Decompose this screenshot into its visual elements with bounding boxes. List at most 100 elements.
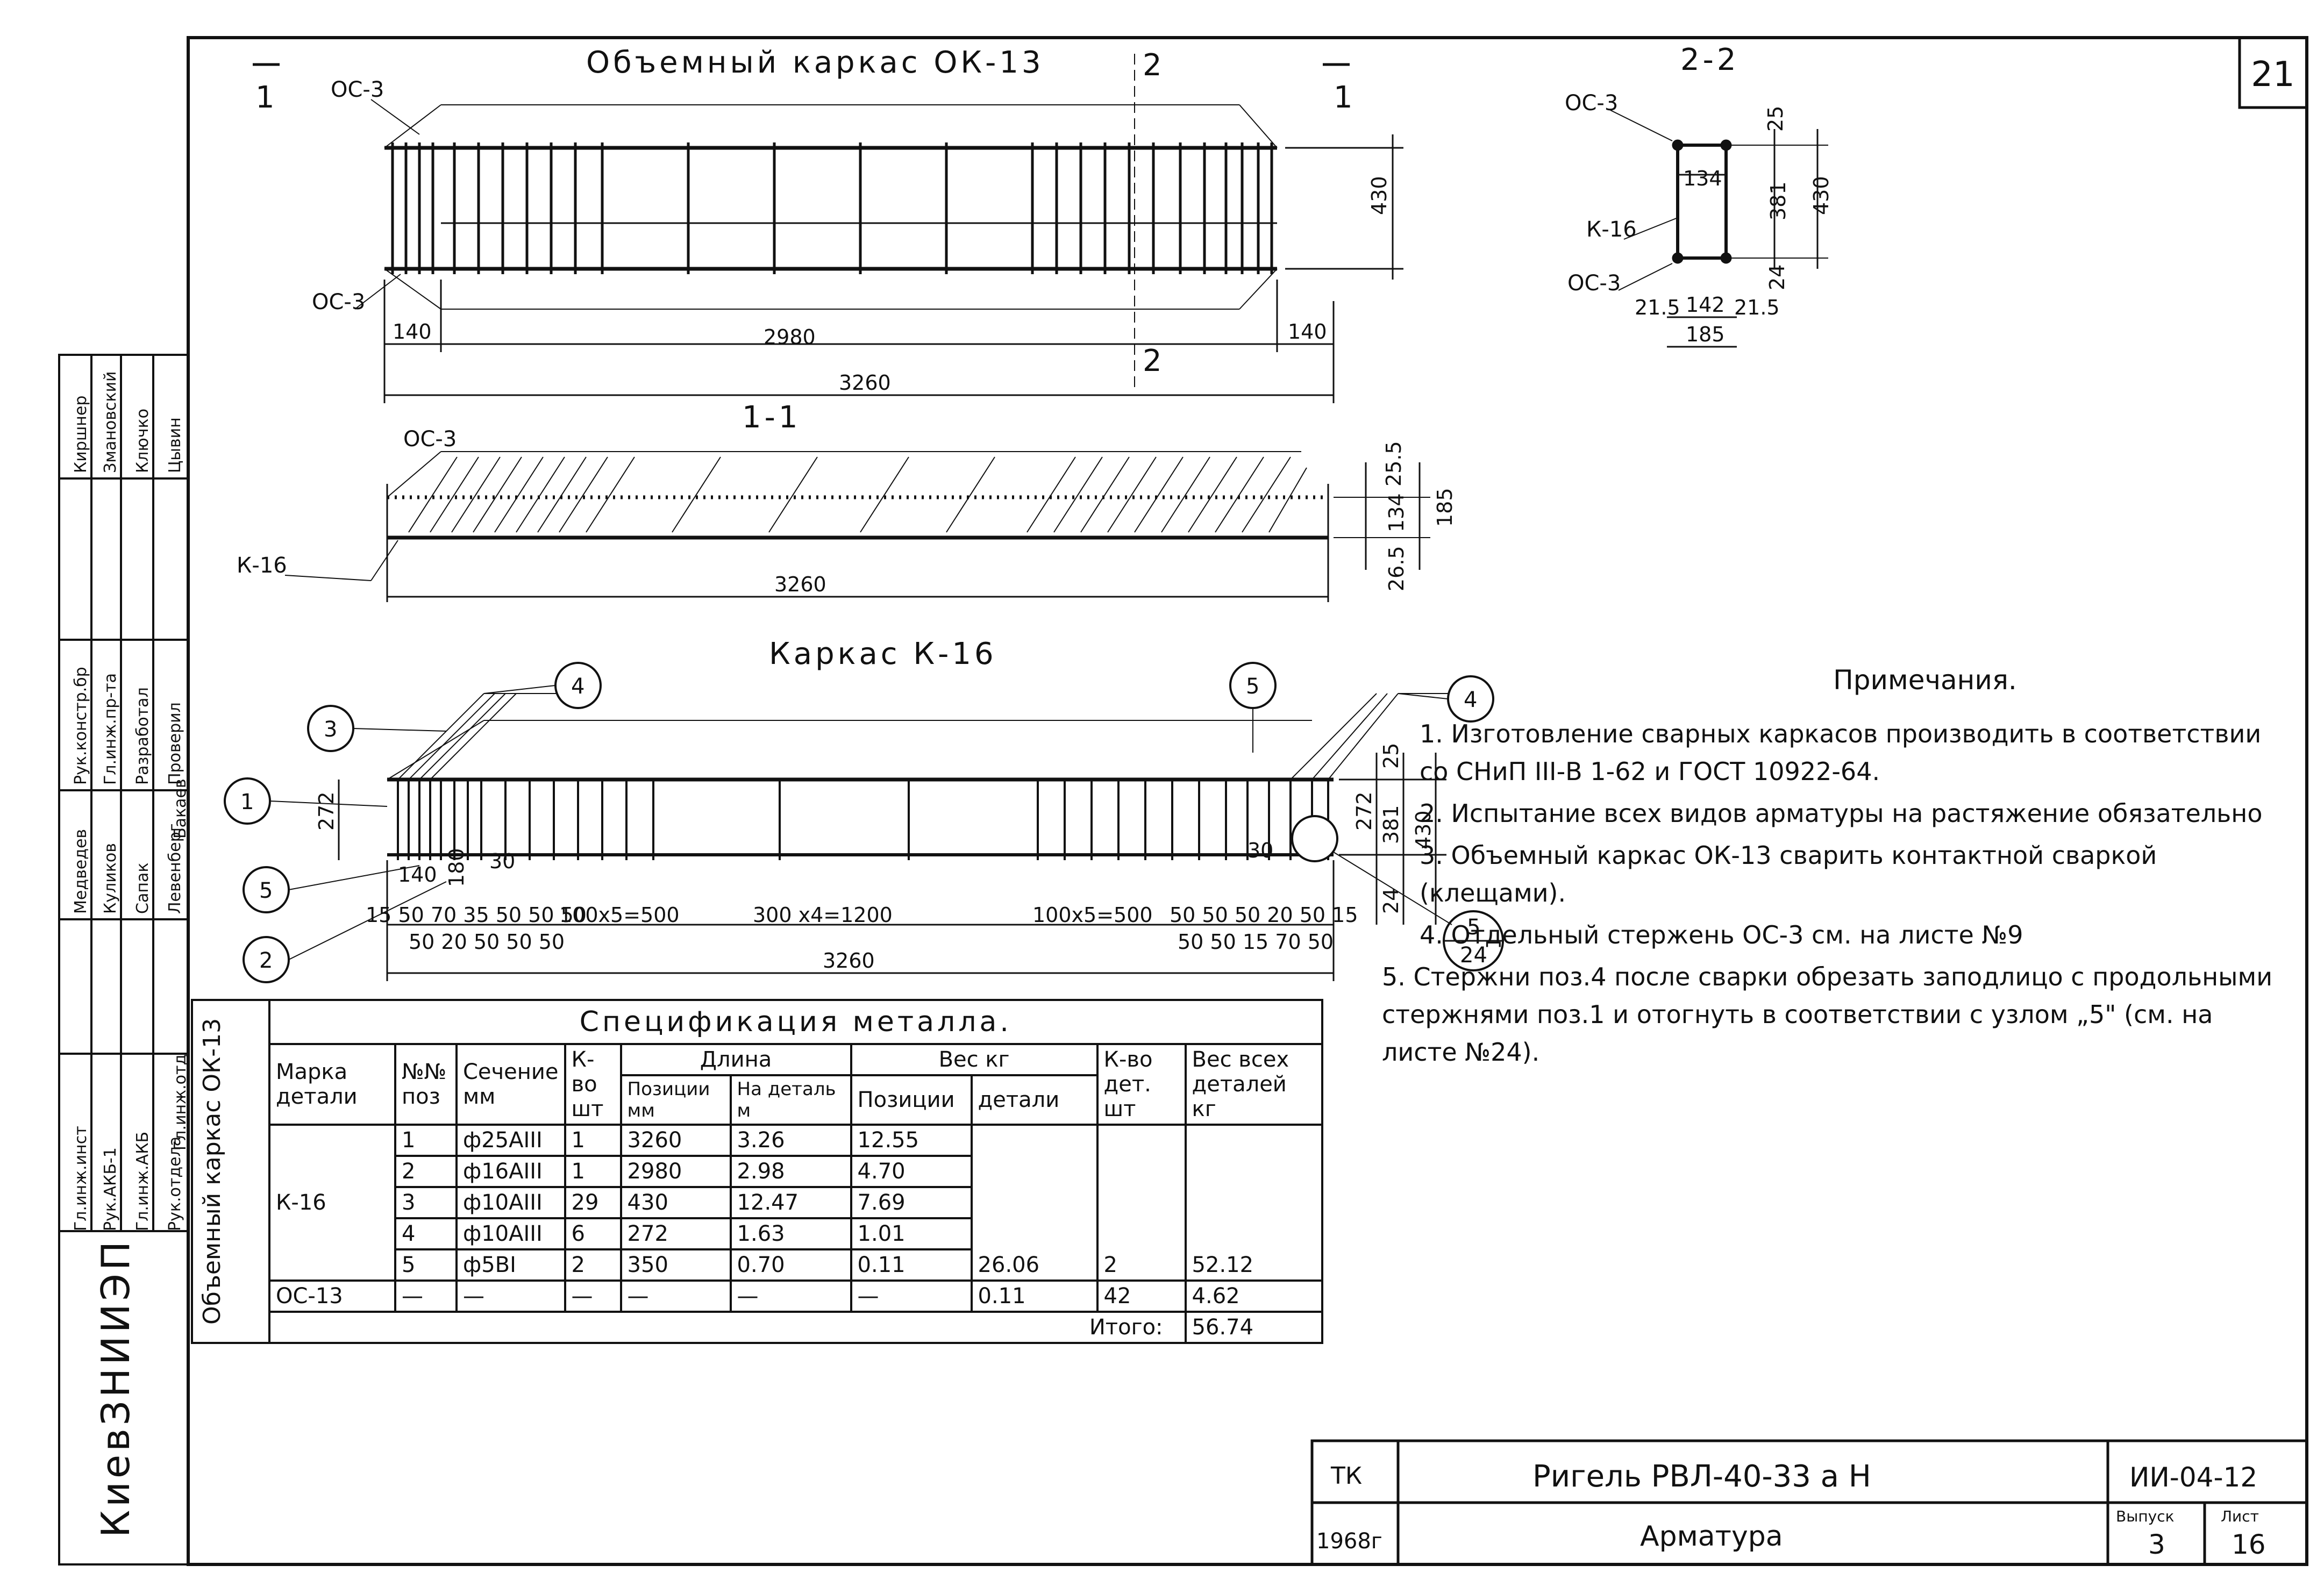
section-mark-1a: 1 (255, 80, 278, 115)
callout-2: 2 (259, 948, 273, 973)
svg-text:Рук.отдела: Рук.отдела (166, 1136, 184, 1231)
title-block-sheet-label: Лист (2221, 1507, 2259, 1525)
dim-k16-right-row2: 50 50 15 70 50 (1178, 930, 1334, 954)
dim-k16-25: 25 (1379, 743, 1403, 769)
dim-22-381: 381 (1766, 181, 1790, 220)
cage-k16-dim-lines (338, 753, 1446, 981)
sheet-marker: 21 (2251, 55, 2294, 95)
section-1-1-drawing (284, 451, 1430, 602)
dim-22-142: 142 (1686, 293, 1725, 317)
section-mark-2a: 2 (1143, 48, 1165, 83)
main-view-title: Объемный каркас ОК-13 (586, 45, 1044, 80)
callout-4a: 4 (571, 674, 584, 699)
svg-text:Рук.АКБ-1: Рук.АКБ-1 (101, 1147, 120, 1231)
title-block-year: 1968г (1316, 1529, 1382, 1554)
spec-h-length: Длина (619, 1043, 852, 1076)
dim-22-134: 134 (1683, 167, 1722, 190)
dim-k16-right-row1: 50 50 50 20 50 15 (1170, 903, 1358, 927)
callout-5c-den: 24 (1460, 943, 1487, 968)
title-block-subtitle: Арматура (1640, 1520, 1783, 1553)
table-row: 3 ф10АIII 29 430 12.47 7.69 (192, 1186, 1322, 1219)
svg-text:Левенберг: Левенберг (166, 823, 184, 914)
section-2-2-title: 2-2 (1680, 42, 1739, 77)
label-oc3-bottom: ОС-3 (312, 290, 365, 314)
spec-h-section: Сечение мм (455, 1043, 566, 1126)
dim-k16-left-row1: 15 50 70 35 50 50 50 (366, 903, 587, 927)
section-mark-1b: 1 (1334, 80, 1356, 115)
svg-text:Разработал: Разработал (133, 687, 152, 785)
svg-text:Гл.инж.отд: Гл.инж.отд (171, 1054, 190, 1150)
label-k16-11: К-16 (237, 553, 287, 578)
notes-heading: Примечания. (1833, 664, 2017, 696)
spec-k16-qty-parts: 2 (1096, 1124, 1187, 1282)
dim-k16-500-right: 100x5=500 (1032, 903, 1153, 927)
dim-k16-272-right: 272 (1352, 791, 1376, 831)
dim-k16-3260: 3260 (823, 949, 875, 973)
svg-text:Медведев: Медведев (72, 829, 90, 914)
table-row: Итого: 56.74 (192, 1311, 1323, 1344)
section-1-1-stirrups (408, 456, 1307, 533)
stamp-org: КиевЗНИИЭП (93, 1238, 138, 1538)
dim-k16-30-right: 30 (1247, 839, 1273, 862)
spec-oc-mark: ОС-13 (268, 1280, 396, 1313)
title-block-code: ИИ-04-12 (2129, 1462, 2257, 1493)
callout-3: 3 (324, 717, 337, 742)
note-5: 5. Стержни поз.4 после сварки обрезать з… (1382, 962, 2273, 1067)
dim-k16-left-row2: 50 20 50 50 50 (409, 930, 565, 954)
title-block-tk: ТК (1330, 1462, 1362, 1490)
label-oc3-22-top: ОС-3 (1565, 91, 1618, 116)
cage-k16-title: Каркас К-16 (769, 637, 997, 671)
callout-5a: 5 (259, 878, 273, 903)
table-row: 5 ф5ВI 2 350 0.70 0.11 (192, 1248, 1322, 1282)
main-dimension-lines (383, 134, 1403, 403)
sheet-marker-box (2238, 36, 2308, 109)
spec-side-label: Объемный каркас ОК-13 (198, 1018, 226, 1325)
svg-text:Куликов: Куликов (101, 843, 120, 914)
notes-block: Примечания. 1. Изготовление сварных карк… (1382, 661, 2291, 1075)
svg-text:Гл.инж.пр-та: Гл.инж.пр-та (101, 673, 120, 785)
svg-text:Сапак: Сапак (133, 863, 152, 914)
section-mark-2b: 2 (1143, 344, 1165, 378)
label-oc3-11: ОС-3 (403, 427, 457, 452)
callout-5b: 5 (1246, 674, 1259, 699)
dim-k16-180: 180 (445, 848, 468, 887)
spec-h-len-part: На деталь м (729, 1074, 852, 1126)
dim-140-right: 140 (1288, 320, 1327, 344)
spec-h-weight: Вес кг (850, 1043, 1099, 1076)
label-k16-22: К-16 (1586, 217, 1637, 242)
dim-k16-500-left: 100x5=500 (559, 903, 680, 927)
note-3: 3. Объемный каркас ОК-13 сварить контакт… (1420, 841, 2157, 907)
dim-k16-140: 140 (398, 863, 437, 887)
title-block-issue: 3 (2148, 1529, 2165, 1560)
spec-h-pos: №№ поз (394, 1043, 458, 1126)
section-1-1-title: 1-1 (742, 400, 801, 435)
dim-k16-1200: 300 x4=1200 (753, 903, 893, 927)
spec-total-label: Итого: (268, 1311, 1187, 1344)
spec-h-w-part: детали (970, 1074, 1099, 1126)
table-row: 4 ф10АIII 6 272 1.63 1.01 (192, 1217, 1322, 1250)
svg-text:Гл.инж.инст: Гл.инж.инст (72, 1126, 90, 1231)
dim-22-25: 25 (1764, 106, 1787, 132)
dim-11-134: 134 (1385, 493, 1408, 532)
title-block-sheet: 16 (2232, 1529, 2266, 1560)
spec-table: Объемный каркас ОК-13 Спецификация метал… (191, 999, 1323, 1344)
section-2-2-drawing (1610, 110, 1828, 348)
callout-5c-num: 5 (1467, 915, 1480, 940)
spec-k16-w-part: 26.06 (970, 1124, 1099, 1282)
dim-22-24: 24 (1765, 265, 1789, 290)
title-block-issue-label: Выпуск (2116, 1507, 2175, 1525)
svg-text:Проверил: Проверил (166, 702, 184, 785)
svg-text:Ключко: Ключко (133, 409, 152, 473)
table-row: ОС-13 — — — — — — 0.11 42 4.62 (192, 1280, 1323, 1313)
dim-22-215b: 21.5 (1734, 296, 1780, 319)
dim-k16-24: 24 (1379, 888, 1403, 914)
dim-430-top: 430 (1367, 176, 1391, 215)
svg-text:Киршнер: Киршнер (72, 396, 90, 473)
note-1: 1. Изготовление сварных каркасов произво… (1420, 719, 2262, 786)
svg-text:Змановский: Змановский (101, 371, 120, 473)
spec-h-qty-parts: К-во дет. шт (1096, 1043, 1187, 1126)
spec-total-value: 56.74 (1184, 1311, 1323, 1344)
callout-4b: 4 (1464, 688, 1477, 712)
dim-11-265: 26.5 (1385, 546, 1408, 591)
